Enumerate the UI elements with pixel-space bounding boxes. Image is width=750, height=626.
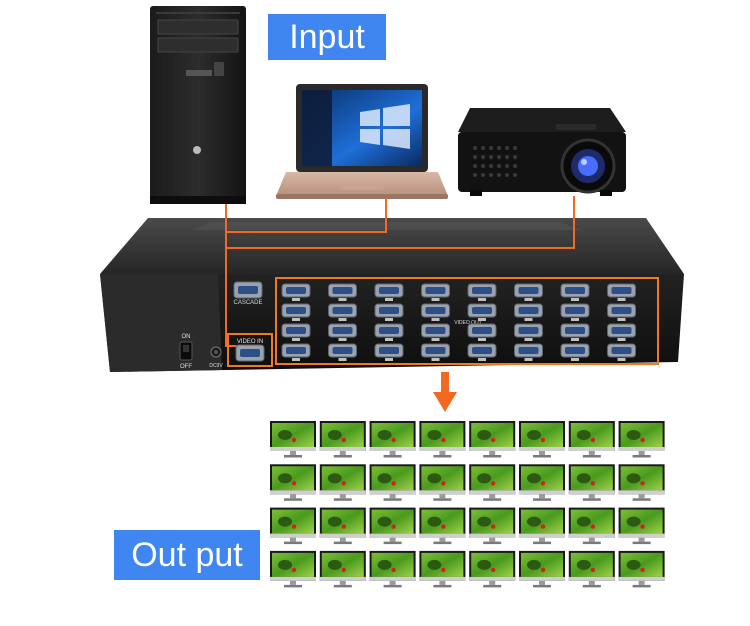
monitor-icon <box>319 421 366 458</box>
video-out-highlight <box>275 277 659 365</box>
vga-out-port <box>328 323 357 341</box>
vga-output-ports <box>281 283 636 361</box>
vga-out-port <box>421 343 450 361</box>
vga-out-port <box>560 283 590 301</box>
monitor-icon <box>519 464 565 501</box>
monitor-icon <box>419 550 466 588</box>
monitor-icon <box>369 550 416 588</box>
input-label: Input <box>268 14 386 60</box>
vga-out-port <box>328 283 357 301</box>
monitor-icon <box>369 464 416 501</box>
vga-out-port <box>560 343 590 361</box>
monitor-icon <box>618 421 665 458</box>
vga-out-port <box>421 283 450 301</box>
vga-out-port <box>421 323 450 341</box>
dc-jack <box>210 346 222 358</box>
cascade-label: CASCADE <box>233 300 262 306</box>
monitor-icon <box>568 550 615 588</box>
switch-on-label: ON <box>182 334 191 340</box>
monitor-icon <box>270 550 316 588</box>
monitor-icon <box>469 421 516 458</box>
monitor-icon <box>270 507 316 545</box>
vga-out-port <box>467 283 497 301</box>
monitor-icon <box>469 507 516 545</box>
vga-out-port <box>467 323 497 341</box>
dc-jack-label: DC9V <box>209 363 223 369</box>
vga-out-port <box>514 303 543 321</box>
monitor-icon <box>270 464 316 501</box>
vga-out-port <box>467 343 497 361</box>
monitor-icon <box>519 421 565 458</box>
monitor-icon <box>618 550 665 588</box>
monitor-icon <box>319 464 366 501</box>
monitor-icon <box>469 464 516 501</box>
vga-out-port <box>514 283 543 301</box>
video-out-label: VIDEO OUT <box>454 320 482 326</box>
vga-out-port <box>374 303 404 321</box>
vga-out-port <box>281 323 311 341</box>
monitor-icon <box>419 507 466 545</box>
video-in-highlight <box>227 333 273 367</box>
desktop-tower-icon <box>150 6 246 204</box>
monitor-icon <box>618 464 665 501</box>
vga-out-port <box>467 303 497 321</box>
output-label: Out put <box>114 530 260 580</box>
monitor-icon <box>568 464 615 501</box>
monitor-icon <box>419 464 466 501</box>
cascade-port: CASCADE <box>233 281 263 306</box>
monitor-icon <box>319 550 366 588</box>
vga-out-port <box>607 283 636 301</box>
vga-out-port <box>281 283 311 301</box>
vga-out-port <box>374 323 404 341</box>
monitor-icon <box>519 507 565 545</box>
projector-icon <box>458 108 626 196</box>
vga-out-port <box>514 323 543 341</box>
vga-out-port <box>560 303 590 321</box>
power-switch <box>179 341 193 361</box>
laptop-icon <box>276 84 448 199</box>
switch-off-label: OFF <box>180 364 192 370</box>
vga-out-port <box>607 303 636 321</box>
vga-out-port <box>281 303 311 321</box>
vga-out-port <box>560 323 590 341</box>
monitor-icon <box>369 421 416 458</box>
monitor-icon <box>618 507 665 545</box>
video-in-label: VIDEO IN <box>237 339 263 345</box>
vga-out-port <box>514 343 543 361</box>
monitor-icon <box>469 550 516 588</box>
monitor-icon <box>270 421 316 458</box>
monitor-icon <box>568 421 615 458</box>
vga-out-port <box>281 343 311 361</box>
vga-out-port <box>328 343 357 361</box>
vga-out-port <box>374 343 404 361</box>
monitor-icon <box>519 550 565 588</box>
monitor-icon <box>319 507 366 545</box>
vga-out-port <box>421 303 450 321</box>
monitor-icon <box>369 507 416 545</box>
vga-out-port <box>374 283 404 301</box>
vga-out-port <box>607 343 636 361</box>
output-monitors <box>270 421 665 588</box>
arrow-down-icon <box>433 372 457 412</box>
video-in-port <box>235 344 265 362</box>
vga-out-port <box>328 303 357 321</box>
vga-out-port <box>607 323 636 341</box>
monitor-icon <box>419 421 466 458</box>
monitor-icon <box>568 507 615 545</box>
